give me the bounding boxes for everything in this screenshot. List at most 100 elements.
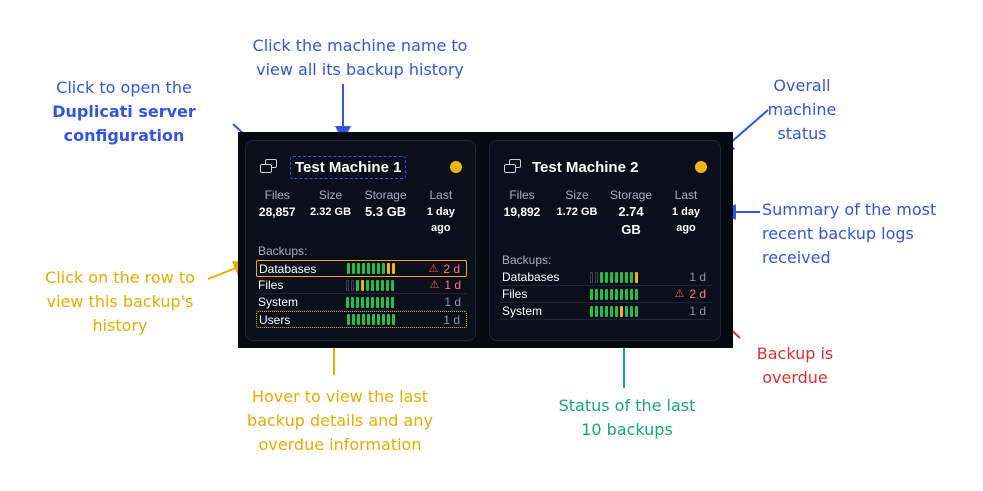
machine-status-dot	[695, 161, 707, 173]
backup-status-ok	[356, 296, 359, 308]
stat-last: Last 1 day ago	[671, 188, 701, 234]
backup-status-ok	[377, 263, 380, 274]
machine-card[interactable]: Test Machine 1 Files 28,857 Size 2.32 GB…	[245, 140, 476, 341]
backups-label: Backups:	[502, 253, 552, 267]
backup-status-ok	[615, 305, 618, 317]
backup-status-ok	[366, 296, 369, 308]
backup-status-ok	[610, 271, 613, 283]
machine-name-link[interactable]: Test Machine 1	[290, 155, 407, 179]
annotation-machine-name: Click the machine name to view all its b…	[252, 36, 468, 79]
backup-status-empty	[590, 271, 593, 283]
backup-history-bars	[347, 263, 395, 274]
backup-history-bars	[346, 296, 394, 308]
backup-status-warning	[392, 263, 395, 274]
backup-status-ok	[382, 263, 385, 274]
backup-status-ok	[635, 305, 638, 317]
backup-status-ok	[351, 296, 354, 308]
backup-history-bars	[346, 279, 394, 291]
backup-status-ok	[605, 288, 608, 300]
backup-status-warning	[387, 263, 390, 274]
backup-status-ok	[600, 288, 603, 300]
backup-status-warning	[635, 271, 638, 283]
backup-status-ok	[387, 314, 390, 325]
backup-status-ok	[600, 271, 603, 283]
backup-status-ok	[367, 314, 370, 325]
machine-name-link[interactable]: Test Machine 2	[532, 158, 639, 176]
backup-status-ok	[372, 263, 375, 274]
backup-status-ok	[620, 271, 623, 283]
backup-status-ok	[362, 263, 365, 274]
server-config-icon[interactable]	[504, 159, 522, 175]
backups-label: Backups:	[258, 244, 308, 258]
backup-status-ok	[381, 279, 384, 291]
backup-status-ok	[630, 271, 633, 283]
annotation-last-10-backups: Status of the last 10 backups	[558, 396, 696, 439]
backup-age: 1 d	[444, 295, 461, 309]
backup-status-ok	[357, 314, 360, 325]
annotation-overdue: Backup is overdue	[756, 344, 834, 387]
backup-row-databases[interactable]: Databases 1 d	[500, 269, 712, 286]
annotation-summary: Summary of the most recent backup logs r…	[762, 200, 937, 267]
backup-status-ok	[392, 314, 395, 325]
machine-summary: Files 19,892 Size 1.72 GB Storage 2.74 G…	[500, 188, 710, 238]
server-config-icon[interactable]	[260, 159, 278, 175]
backup-status-ok	[346, 296, 349, 308]
backup-status-ok	[376, 279, 379, 291]
machine-status-dot	[450, 161, 462, 173]
backup-status-ok	[377, 314, 380, 325]
backup-row-system[interactable]: System 1 d	[500, 303, 712, 320]
backup-age: 1 d	[689, 270, 706, 284]
backup-status-ok	[605, 305, 608, 317]
backup-status-ok	[361, 296, 364, 308]
warning-icon: ⚠	[674, 288, 685, 300]
stat-last: Last 1 day ago	[426, 188, 455, 234]
backup-status-ok	[382, 314, 385, 325]
backup-status-ok	[590, 305, 593, 317]
backup-list: Databases 1 d Files ⚠2 d System 1 d	[500, 269, 712, 320]
stat-size: Size 2.32 GB	[310, 188, 352, 218]
backup-status-ok	[615, 288, 618, 300]
annotation-machine-status: Overall machine status	[767, 76, 837, 143]
backup-row-files[interactable]: Files ⚠1 d	[256, 277, 467, 294]
backup-status-ok	[347, 263, 350, 274]
backup-status-ok	[347, 314, 350, 325]
backup-list: Databases ⚠2 d Files ⚠1 d System 1 d Use…	[256, 260, 467, 328]
backup-status-ok	[352, 314, 355, 325]
backup-status-ok	[366, 279, 369, 291]
backup-row-system[interactable]: System 1 d	[256, 294, 467, 311]
stat-storage: Storage 2.74 GB	[609, 188, 653, 237]
backup-age: ⚠2 d	[428, 261, 460, 276]
stat-files: Files 19,892	[503, 188, 541, 219]
stat-files: Files 28,857	[258, 188, 296, 219]
backup-status-ok	[371, 296, 374, 308]
stat-storage: Storage 5.3 GB	[364, 188, 407, 219]
backup-row-files[interactable]: Files ⚠2 d	[500, 286, 712, 303]
backup-status-empty	[346, 279, 349, 291]
backup-row-users[interactable]: Users 1 d	[256, 311, 467, 328]
backup-status-empty	[595, 271, 598, 283]
machine-card[interactable]: Test Machine 2 Files 19,892 Size 1.72 GB…	[489, 140, 721, 341]
backup-age: 1 d	[443, 312, 460, 327]
backup-status-ok	[600, 305, 603, 317]
backup-status-ok	[625, 288, 628, 300]
backup-status-ok	[356, 279, 359, 291]
annotation-hover: Hover to view the last backup details an…	[247, 387, 433, 454]
backup-status-ok	[595, 305, 598, 317]
backup-status-ok	[391, 279, 394, 291]
backup-status-ok	[386, 279, 389, 291]
backup-history-bars	[590, 288, 638, 300]
backup-status-ok	[610, 305, 613, 317]
backup-status-ok	[381, 296, 384, 308]
backup-status-ok	[362, 314, 365, 325]
backup-status-ok	[357, 263, 360, 274]
backup-row-databases[interactable]: Databases ⚠2 d	[256, 260, 467, 277]
backup-status-ok	[615, 271, 618, 283]
backup-status-ok	[367, 263, 370, 274]
machine-card-header: Test Machine 1	[260, 155, 407, 179]
backup-status-empty	[351, 279, 354, 291]
backup-age: ⚠1 d	[429, 278, 461, 292]
stat-size: Size 1.72 GB	[556, 188, 598, 218]
warning-icon: ⚠	[428, 262, 439, 275]
backup-status-ok	[590, 288, 593, 300]
backup-status-ok	[605, 271, 608, 283]
